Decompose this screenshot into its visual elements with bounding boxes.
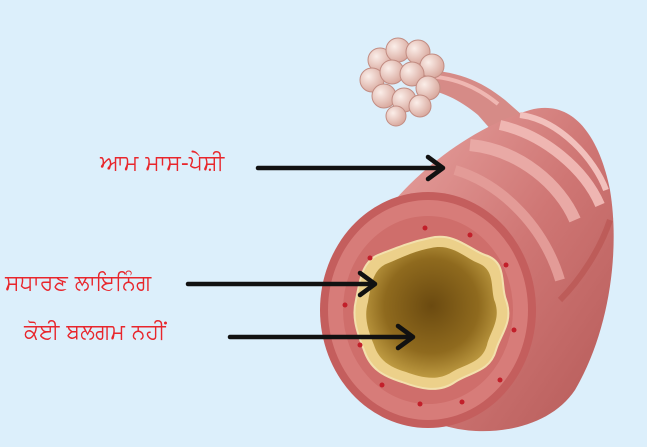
airway-cross-section [320, 192, 536, 428]
label-normal-muscle: ਆਮ ਮਾਸ-ਪੇਸ਼ੀ [100, 153, 224, 175]
alveoli-cluster [360, 38, 444, 126]
label-normal-lining: ਸਧਾਰਣ ਲਾਇਨਿੰਗ [5, 273, 151, 295]
label-no-mucus: ਕੋਈ ਬਲਗਮ ਨਹੀਂ [24, 322, 166, 344]
arrow-muscle [258, 157, 443, 179]
